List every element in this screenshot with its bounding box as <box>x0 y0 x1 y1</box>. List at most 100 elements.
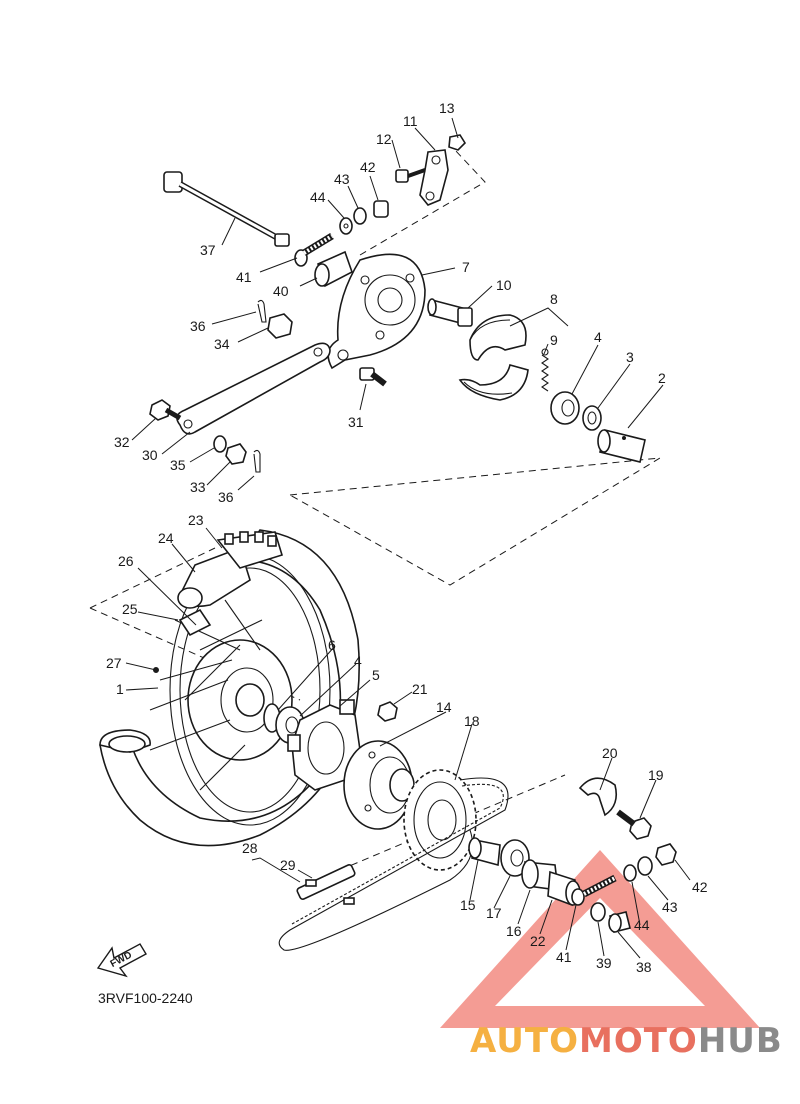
brake-spring <box>541 348 549 392</box>
chain-adjuster-plate <box>578 777 618 817</box>
sprocket-collar <box>468 837 501 867</box>
callout-4-upper: 4 <box>594 329 602 345</box>
callout-14: 14 <box>436 699 452 715</box>
sprocket-bearing <box>500 839 530 877</box>
tension-bar-bolt <box>359 367 387 387</box>
wheel-spokes <box>149 599 263 791</box>
rear-sprocket <box>403 769 477 871</box>
tension-bar-nut-lower <box>225 443 247 465</box>
callout-34: 34 <box>214 336 230 352</box>
svg-text:AUTOMOTOHUB: AUTOMOTOHUB <box>470 1021 783 1061</box>
adjuster-bolt-lower <box>571 874 617 906</box>
callout-20: 20 <box>602 745 618 761</box>
oil-seal-upper <box>582 405 602 431</box>
brake-shoe-kit <box>458 314 529 401</box>
callout-31: 31 <box>348 414 364 430</box>
rear-wheel <box>99 529 360 847</box>
callout-17: 17 <box>486 905 502 921</box>
callout-8: 8 <box>550 291 558 307</box>
callout-24: 24 <box>158 530 174 546</box>
adjuster-collar-38 <box>608 911 631 933</box>
bolt-upper <box>294 233 334 267</box>
callout-18: 18 <box>464 713 480 729</box>
callout-28: 28 <box>242 840 258 856</box>
callout-22: 22 <box>530 933 546 949</box>
callout-30: 30 <box>142 447 158 463</box>
brake-cam-lever <box>419 149 449 206</box>
callout-25: 25 <box>122 601 138 617</box>
diagram-code: 3RVF100-2240 <box>98 990 193 1006</box>
callout-7: 7 <box>462 259 470 275</box>
callout-41-lower: 41 <box>556 949 572 965</box>
watermark-moto: MOTO <box>579 1021 698 1061</box>
callout-6: 6 <box>328 637 336 653</box>
callout-5: 5 <box>372 667 380 683</box>
rear-axle <box>163 171 290 247</box>
callout-43-upper: 43 <box>334 171 350 187</box>
callout-44-upper: 44 <box>310 189 326 205</box>
callout-38: 38 <box>636 959 652 975</box>
nut-washers-lower <box>623 843 677 882</box>
leader-lines <box>125 117 691 959</box>
callout-36-lower: 36 <box>218 489 234 505</box>
watermark-logo: AUTOMOTOHUB <box>470 1021 783 1061</box>
callout-1: 1 <box>116 681 124 697</box>
callout-42-upper: 42 <box>360 159 376 175</box>
watermark-auto: AUTO <box>470 1021 579 1061</box>
callout-numbers: 13 11 12 42 43 44 37 41 40 7 10 8 9 4 3 … <box>106 100 708 975</box>
callout-35: 35 <box>170 457 186 473</box>
callout-21: 21 <box>412 681 428 697</box>
wheel-damper-block <box>177 546 251 609</box>
callout-2: 2 <box>658 370 666 386</box>
cotter-pin-lower <box>253 449 261 473</box>
callout-3: 3 <box>626 349 634 365</box>
bearing-upper <box>550 391 580 425</box>
callout-27: 27 <box>106 655 122 671</box>
watermark-hub: HUB <box>698 1021 783 1061</box>
callout-44-lower: 44 <box>634 917 650 933</box>
watermark-triangle <box>440 850 760 1028</box>
tension-bar-bolt-lower <box>149 399 182 421</box>
callout-13: 13 <box>439 100 455 116</box>
callout-33: 33 <box>190 479 206 495</box>
sprocket-hub <box>343 740 415 830</box>
callout-29: 29 <box>280 857 296 873</box>
axle-spacer-collar <box>597 429 646 463</box>
brake-shoe-plate <box>327 253 426 370</box>
callout-16: 16 <box>506 923 522 939</box>
lever-nut <box>448 134 467 151</box>
callout-10: 10 <box>496 277 512 293</box>
callout-40: 40 <box>273 283 289 299</box>
callout-23: 23 <box>188 512 204 528</box>
tension-bar-washer <box>213 435 227 453</box>
brake-camshaft <box>427 298 473 327</box>
hub-nut <box>377 701 398 722</box>
callout-36-upper: 36 <box>190 318 206 334</box>
callout-4-lower: 4 <box>354 653 362 669</box>
callout-32: 32 <box>114 434 130 450</box>
adjuster-washer-39 <box>590 902 606 922</box>
axle-collar <box>314 250 353 288</box>
nut-washers-upper <box>339 200 389 235</box>
callout-26: 26 <box>118 553 134 569</box>
adjuster-bolt <box>616 809 652 840</box>
clutch-hub-damper <box>216 531 283 569</box>
callout-41-upper: 41 <box>236 269 252 285</box>
callout-19: 19 <box>648 767 664 783</box>
chain-joint <box>296 864 356 905</box>
callout-15: 15 <box>460 897 476 913</box>
callout-39: 39 <box>596 955 612 971</box>
callout-43-lower: 43 <box>662 899 678 915</box>
callout-12: 12 <box>376 131 392 147</box>
cotter-pin-upper <box>257 299 267 323</box>
tension-bar <box>176 342 331 435</box>
forward-arrow-icon: FWD <box>96 943 147 978</box>
callout-11: 11 <box>403 113 418 129</box>
callout-37: 37 <box>200 242 216 258</box>
callout-42-lower: 42 <box>692 879 708 895</box>
lever-bolt <box>395 168 426 183</box>
tension-bar-nut-upper <box>267 313 293 339</box>
callout-9: 9 <box>550 332 558 348</box>
drive-chain <box>278 777 509 951</box>
